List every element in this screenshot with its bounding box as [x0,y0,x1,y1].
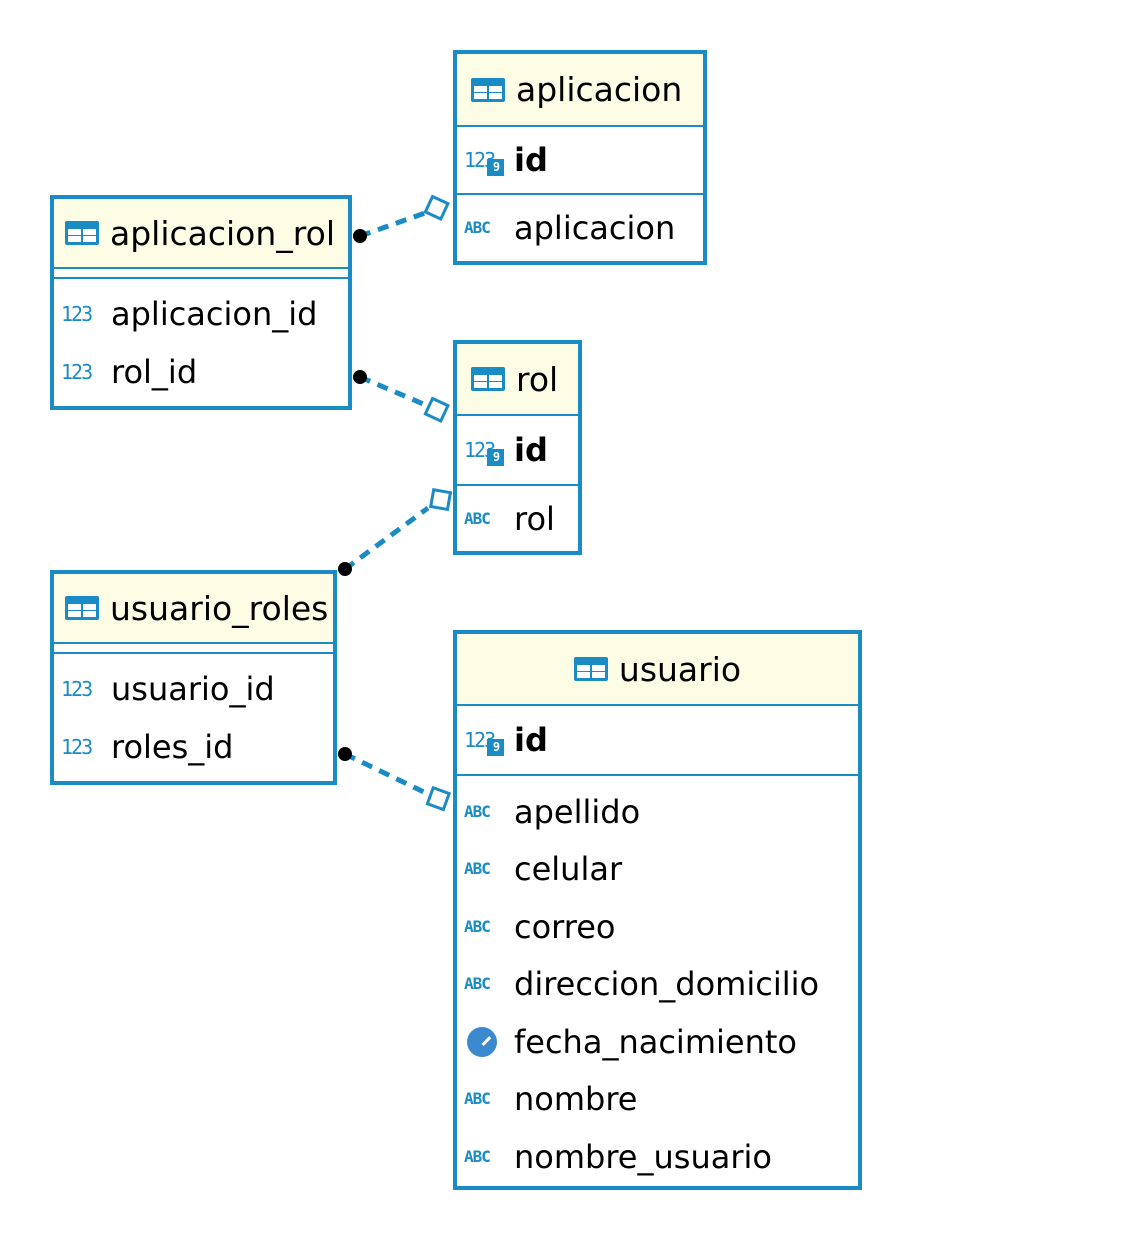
column-name: aplicacion [514,209,676,247]
columns-section: 123 aplicacion_id 123 rol_id [54,279,348,401]
numeric-icon: 123 [61,302,93,326]
column-row[interactable]: 123 usuario_id [54,660,333,718]
text-icon: ABC [464,859,491,879]
table-header: aplicacion_rol [54,199,348,269]
column-name: id [514,141,548,179]
column-row[interactable]: ABC correo [457,898,858,956]
columns-section: 123 usuario_id 123 roles_id [54,654,333,776]
table-usuario-roles[interactable]: usuario_roles 123 usuario_id 123 roles_i… [50,570,337,785]
column-name: aplicacion_id [111,295,318,333]
column-name: nombre_usuario [514,1137,772,1176]
column-row[interactable]: ABC direccion_domicilio [457,956,858,1014]
column-row[interactable]: 123 rol_id [54,343,348,401]
link-end-dot [338,562,352,576]
link-usuario-roles-to-rol [343,505,430,572]
text-icon: ABC [464,1146,491,1166]
link-end-diamond [425,785,452,812]
empty-pk-section [54,644,333,654]
table-title: aplicacion [516,70,683,109]
table-header: aplicacion [457,54,703,127]
table-header: rol [457,344,578,416]
columns-section: ABC aplicacion [457,195,703,261]
table-icon [471,77,505,102]
column-name: fecha_nacimiento [514,1022,797,1061]
text-icon: ABC [464,218,491,237]
table-icon [471,367,505,391]
table-aplicacion-rol[interactable]: aplicacion_rol 123 aplicacion_id 123 rol… [50,195,352,410]
table-title: usuario [618,649,742,689]
column-name: correo [514,907,616,946]
link-end-dot [353,370,367,384]
column-name: roles_id [111,728,234,766]
text-icon: ABC [464,801,491,821]
columns-section: ABC apellido ABC celular ABC correo ABC … [457,776,858,1186]
link-aplicacion-rol-to-aplicacion [359,209,429,239]
clock-icon [464,1026,506,1058]
table-title: rol [516,359,559,399]
link-end-dot [338,747,352,761]
column-row[interactable]: ABC nombre_usuario [457,1128,858,1186]
numeric-icon: 123 [61,360,93,384]
link-end-diamond [423,396,450,424]
numeric-icon: 123 [61,677,93,701]
column-row[interactable]: 123 aplicacion_id [54,285,348,343]
column-name: nombre [514,1080,638,1119]
table-header: usuario [457,634,858,706]
table-title: aplicacion_rol [110,213,335,253]
link-end-diamond [423,194,450,222]
column-row[interactable]: 123 roles_id [54,718,333,776]
column-name: direccion_domicilio [514,965,820,1004]
column-name: apellido [514,792,641,831]
table-title: usuario_roles [110,588,329,628]
text-icon: ABC [464,974,491,994]
text-icon: ABC [464,1089,491,1109]
column-name: celular [514,850,623,889]
column-row[interactable]: ABC aplicacion [457,195,703,261]
table-icon [573,657,608,681]
column-row[interactable]: ABC nombre [457,1071,858,1129]
numeric-icon: 123 [61,735,93,759]
link-end-dot [353,229,367,243]
link-aplicacion-rol-to-rol [359,374,429,409]
column-name: rol_id [111,353,198,391]
columns-section: ABC rol [457,486,578,552]
column-row[interactable]: ABC rol [457,486,578,552]
table-icon [65,596,99,620]
column-row[interactable]: fecha_nacimiento [457,1013,858,1071]
text-icon: ABC [464,509,491,528]
column-name: id [514,721,548,759]
link-end-diamond [428,488,453,512]
link-usuario-roles-to-usuario [343,751,430,797]
empty-pk-section [54,269,348,279]
column-row[interactable]: ABC apellido [457,783,858,841]
text-icon: ABC [464,916,491,936]
column-row[interactable]: ABC celular [457,841,858,899]
table-icon [65,221,99,245]
column-name: rol [514,500,555,538]
column-name: usuario_id [111,670,275,708]
table-header: usuario_roles [54,574,333,644]
column-name: id [514,431,548,469]
